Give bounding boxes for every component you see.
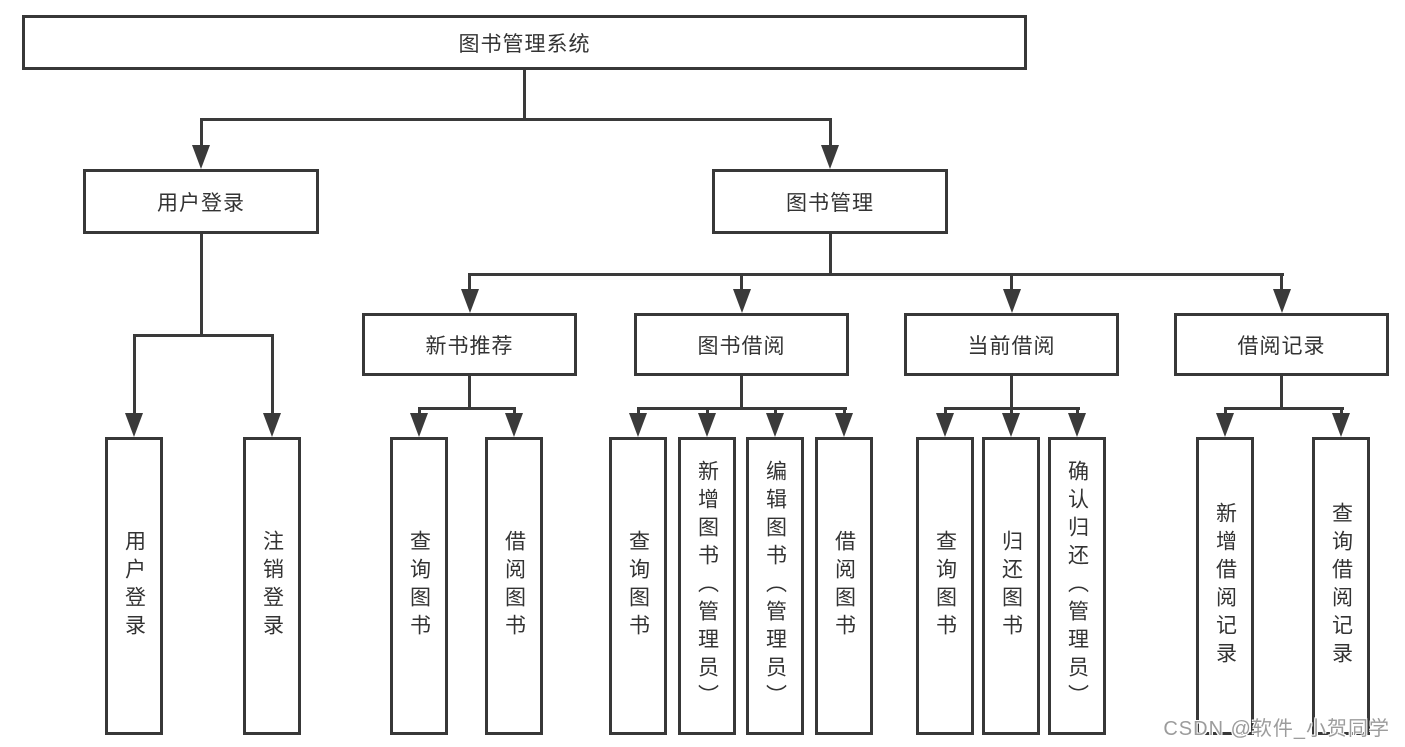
- leaf-records-query-record: 查询借阅记录: [1312, 437, 1370, 735]
- arrowhead-down-icon: [1332, 413, 1350, 437]
- node-book-management: 图书管理: [712, 169, 948, 234]
- arrowhead-down-icon: [505, 413, 523, 437]
- arrowhead-down-icon: [1068, 413, 1086, 437]
- edge-borrow-bar: [636, 407, 847, 410]
- arrowhead-down-icon: [698, 413, 716, 437]
- arrowhead-down-icon: [263, 413, 281, 437]
- arrowhead-down-icon: [1002, 413, 1020, 437]
- edge-mgmt-to-rec: [468, 273, 471, 289]
- node-new-book-recommend: 新书推荐: [362, 313, 577, 376]
- arrowhead-down-icon: [1216, 413, 1234, 437]
- edge-login-bar: [132, 334, 274, 337]
- edge-mgmt-to-current: [1010, 273, 1013, 289]
- edge-mgmt-to-records: [1280, 273, 1283, 289]
- edge-records-bar: [1223, 407, 1344, 410]
- edge-mgmt-bar: [468, 273, 1284, 276]
- arrowhead-down-icon: [835, 413, 853, 437]
- edge-rec-to-leaf1: [417, 407, 421, 413]
- arrowhead-down-icon: [410, 413, 428, 437]
- arrowhead-down-icon: [766, 413, 784, 437]
- leaf-user-login: 用户登录: [105, 437, 163, 735]
- edge-root-to-login: [199, 118, 203, 145]
- node-current-borrowing: 当前借阅: [904, 313, 1119, 376]
- edge-root-bar: [199, 118, 832, 121]
- edge-current-to-leaf3: [1075, 407, 1079, 413]
- edge-records-to-leaf1: [1223, 407, 1227, 413]
- edge-mgmt-trunk: [828, 234, 832, 273]
- edge-borrow-to-leaf1: [636, 407, 640, 413]
- leaf-rec-borrow-books: 借阅图书: [485, 437, 543, 735]
- node-borrowing-records: 借阅记录: [1174, 313, 1389, 376]
- arrowhead-down-icon: [1002, 289, 1021, 313]
- arrowhead-down-icon: [125, 413, 143, 437]
- edge-rec-trunk: [468, 376, 471, 407]
- edge-mgmt-to-borrow: [740, 273, 743, 289]
- leaf-borrow-borrow-books: 借阅图书: [815, 437, 873, 735]
- arrowhead-down-icon: [192, 145, 210, 169]
- arrowhead-down-icon: [821, 145, 839, 169]
- node-book-borrowing: 图书借阅: [634, 313, 849, 376]
- edge-root-trunk: [522, 70, 526, 118]
- arrowhead-down-icon: [732, 289, 751, 313]
- edge-login-trunk: [199, 234, 203, 334]
- leaf-current-query-books: 查询图书: [916, 437, 974, 735]
- edge-records-trunk: [1280, 376, 1283, 407]
- arrowhead-down-icon: [629, 413, 647, 437]
- edge-borrow-to-leaf4: [842, 407, 846, 413]
- watermark: CSDN @软件_小贺同学: [1163, 718, 1390, 740]
- edge-login-to-leaf2: [270, 334, 274, 413]
- node-user-login: 用户登录: [83, 169, 319, 234]
- edge-login-to-leaf1: [132, 334, 136, 413]
- leaf-current-return-books: 归还图书: [982, 437, 1040, 735]
- edge-current-to-leaf2: [1009, 407, 1013, 413]
- node-library-system: 图书管理系统: [22, 15, 1027, 70]
- edge-current-to-leaf1: [943, 407, 947, 413]
- leaf-records-add-record: 新增借阅记录: [1196, 437, 1254, 735]
- leaf-borrow-edit-books-admin: 编辑图书（管理员）: [746, 437, 804, 735]
- edge-borrow-to-leaf2: [705, 407, 709, 413]
- arrowhead-down-icon: [1272, 289, 1291, 313]
- edge-borrow-trunk: [740, 376, 743, 407]
- leaf-rec-query-books: 查询图书: [390, 437, 448, 735]
- leaf-current-confirm-return-admin: 确认归还（管理员）: [1048, 437, 1106, 735]
- leaf-borrow-add-books-admin: 新增图书（管理员）: [678, 437, 736, 735]
- edge-current-trunk: [1010, 376, 1013, 407]
- edge-borrow-to-leaf3: [773, 407, 777, 413]
- edge-rec-to-leaf2: [512, 407, 516, 413]
- arrowhead-down-icon: [936, 413, 954, 437]
- leaf-borrow-query-books: 查询图书: [609, 437, 667, 735]
- leaf-logout-login: 注销登录: [243, 437, 301, 735]
- arrowhead-down-icon: [460, 289, 479, 313]
- edge-records-to-leaf2: [1339, 407, 1343, 413]
- edge-rec-bar: [417, 407, 516, 410]
- edge-root-to-mgmt: [828, 118, 832, 145]
